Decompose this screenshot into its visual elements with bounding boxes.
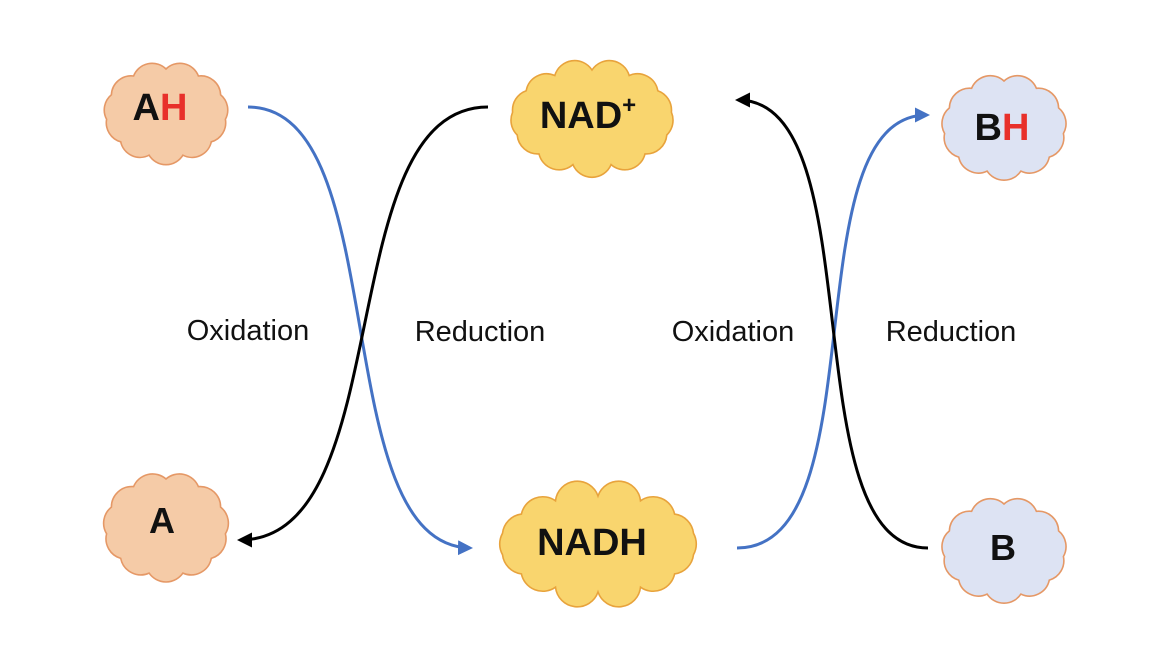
arrow-nad-to-a: [237, 105, 489, 548]
b-label: B: [990, 527, 1016, 568]
right-reduction-label: Reduction: [886, 316, 1017, 348]
nad-plus-label: NAD+: [540, 92, 636, 137]
left-reduction-label: Reduction: [415, 316, 546, 348]
a-cloud: [102, 473, 230, 583]
bh-label: BH: [975, 107, 1030, 149]
arrow-ah-to-nadh: [247, 105, 473, 556]
right-oxidation-label: Oxidation: [672, 316, 795, 348]
bh-cloud: [941, 74, 1067, 181]
ah-cloud: [103, 62, 229, 166]
nadh-cloud: [498, 480, 698, 608]
b-cloud: [941, 497, 1067, 604]
nad-plus-cloud: [510, 59, 674, 179]
arrow-b-to-nad: [735, 92, 929, 550]
nadh-label: NADH: [537, 522, 647, 564]
left-oxidation-label: Oxidation: [187, 315, 310, 347]
ah-label: AH: [133, 87, 188, 129]
a-label: A: [149, 500, 175, 541]
